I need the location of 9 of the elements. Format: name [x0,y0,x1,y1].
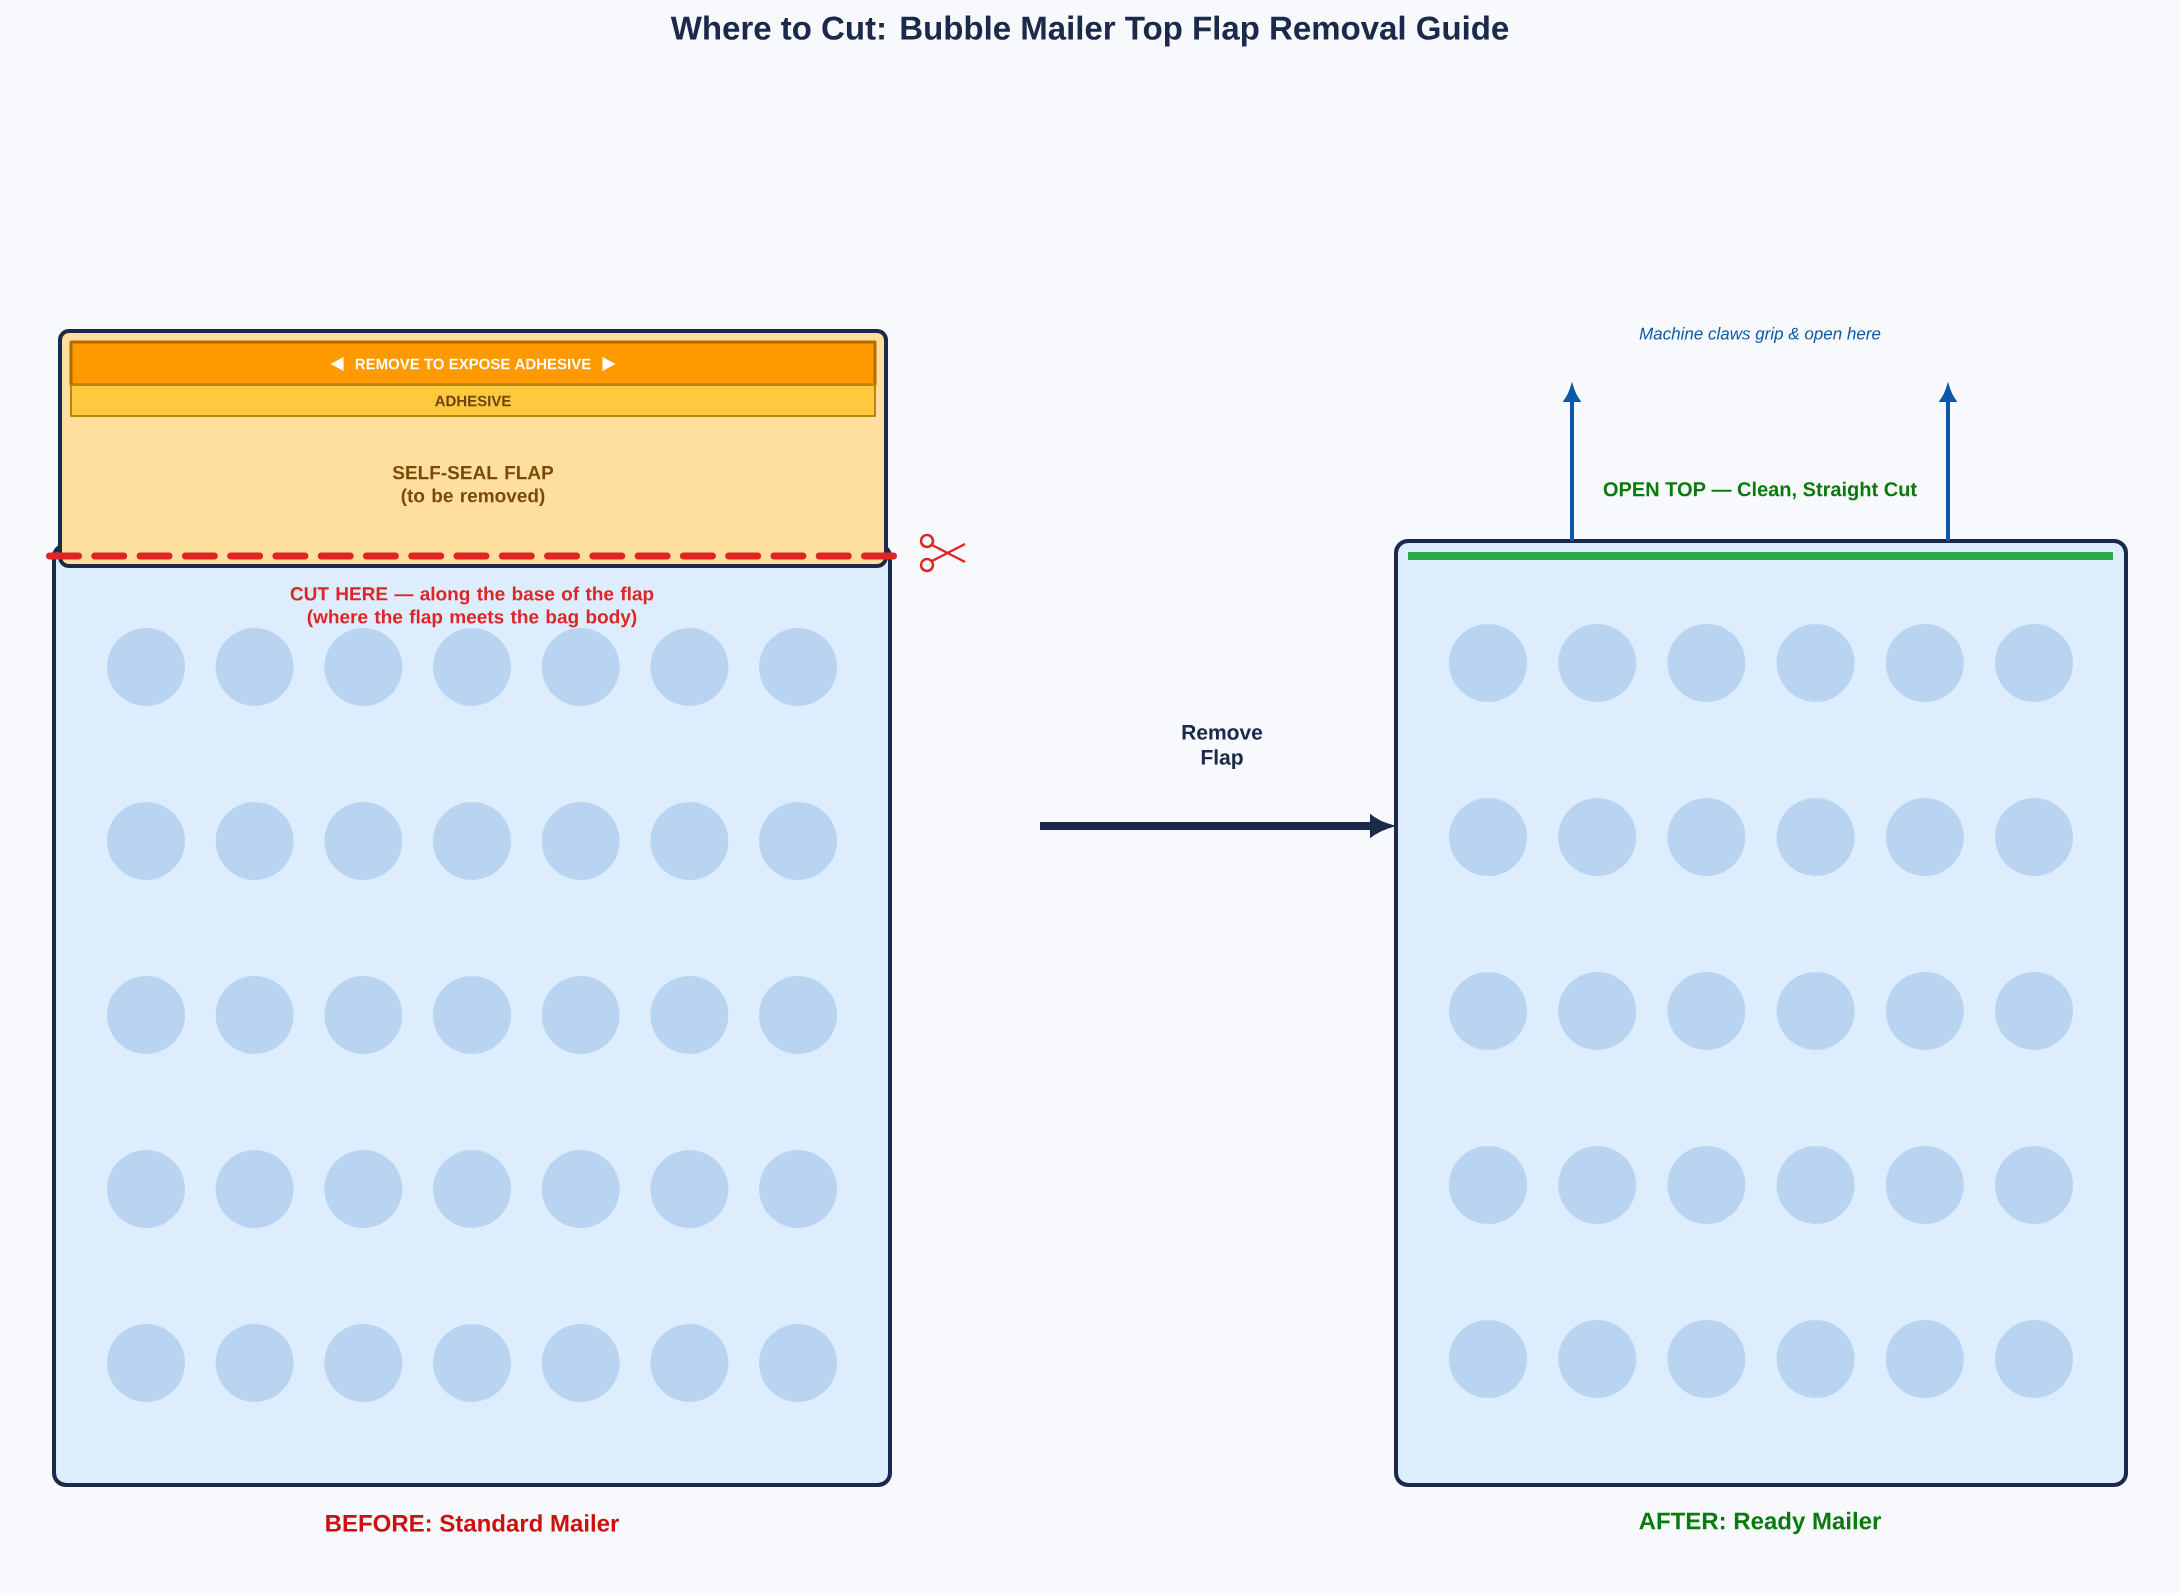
instruction-text: CUT HERE — along the base of the flap (where the flap meets the bag body) [290,586,654,628]
edge-label: Remove Flap [1165,723,1279,771]
mailer-heading: AFTER: Ready Mailer [1639,1511,1881,1535]
title: Where to Cut: Bubble Mailer Top Flap Removal Guide [670,15,1509,47]
mailer-heading: BEFORE: Standard Mailer [326,1514,619,1532]
peel-strip: REMOVE TO EXPOSE ADHESIVE [69,340,877,387]
note-text: Machine claws grip & open here [1639,327,1881,343]
adhesive-strip: ADHESIVE [70,384,876,417]
status-text: OPEN TOP — Clean, Straight Cut [1603,481,1917,501]
